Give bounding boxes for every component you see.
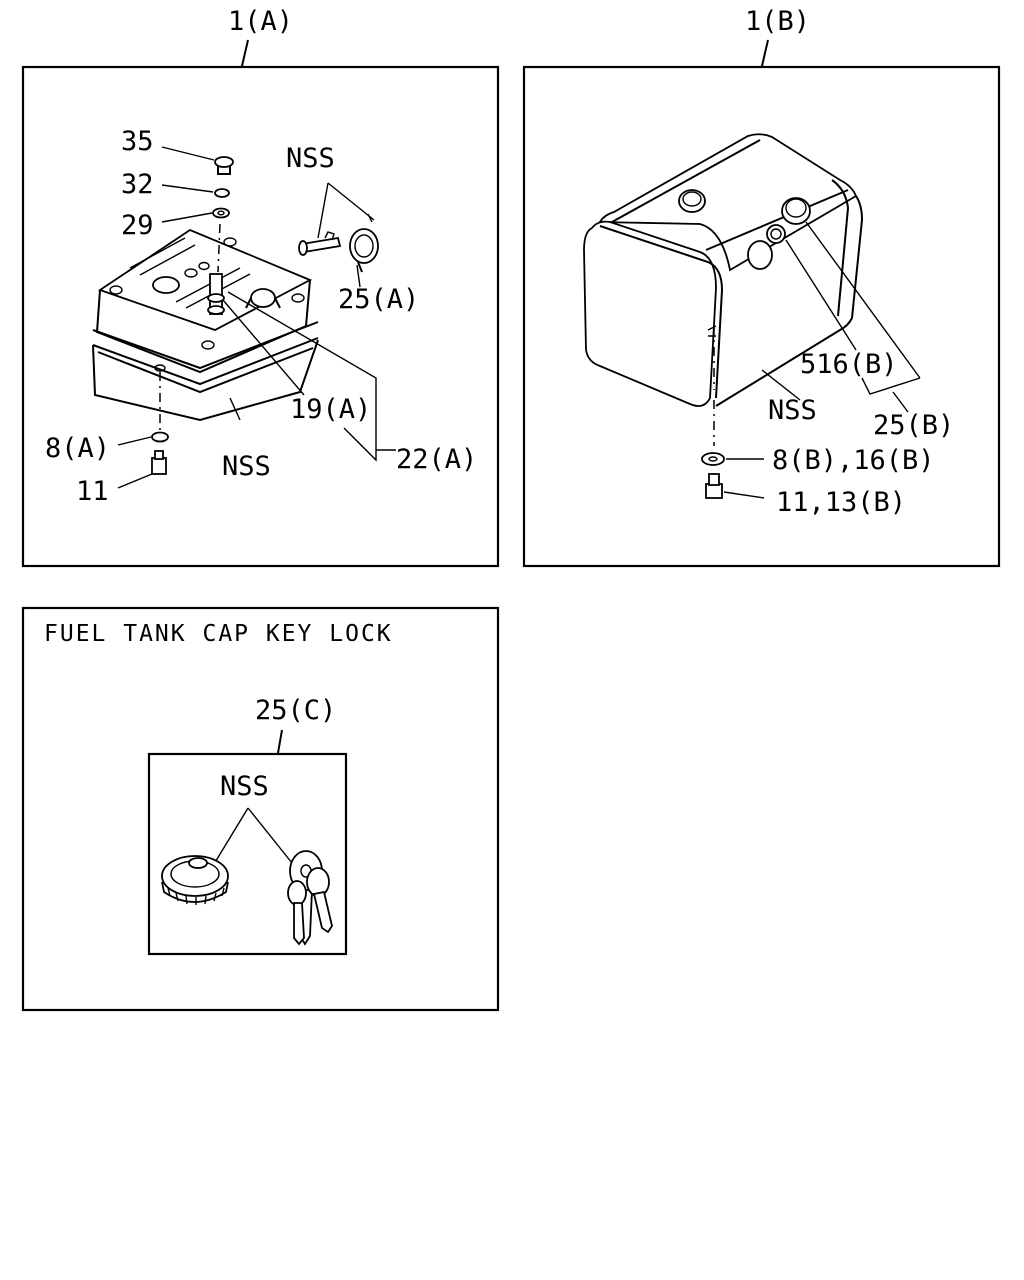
panel-b-frame [522, 65, 1001, 568]
label-516b: 516(B) [800, 349, 898, 380]
label-nss-c: NSS [220, 771, 269, 802]
fuel-cap-drawing [161, 855, 229, 905]
keys-drawing [287, 850, 333, 946]
panel-c-frame [21, 606, 500, 1012]
panel-c-title: FUEL TANK CAP KEY LOCK [44, 621, 393, 647]
label-25a: 25(A) [338, 284, 419, 315]
label-25c: 25(C) [255, 695, 336, 726]
label-8a: 8(A) [45, 433, 110, 464]
screw-35 [214, 156, 234, 175]
washer-8a [151, 431, 169, 443]
label-11-13b: 11,13(B) [776, 487, 906, 518]
label-19a: 19(A) [290, 394, 371, 425]
fuel-tank-a-drawing [92, 228, 319, 422]
inset-frame [147, 752, 348, 956]
fuel-tank-b-drawing [583, 133, 864, 407]
panel-c: FUEL TANK CAP KEY LOCK 25(C) NSS [21, 606, 500, 1012]
label-nss-b: NSS [768, 395, 817, 426]
label-8b-16b: 8(B),16(B) [772, 445, 935, 476]
label-22a: 22(A) [396, 444, 477, 475]
label-11: 11 [76, 476, 109, 507]
drain-bolt-11 [151, 450, 167, 475]
drain-bolt-11-13b [705, 473, 723, 499]
clamp-25a-drawing [298, 213, 379, 273]
panel-b: 1(B) [522, 6, 1001, 568]
panel-b-ref: 1(B) [745, 6, 810, 37]
washer-32 [214, 188, 230, 198]
washer-8b [701, 452, 725, 466]
label-32: 32 [121, 169, 154, 200]
panel-a-ref: 1(A) [228, 6, 293, 37]
panel-a: 1(A) [21, 6, 500, 568]
label-29: 29 [121, 210, 154, 241]
label-35: 35 [121, 126, 154, 157]
washer-29 [212, 207, 230, 219]
label-nss-bottom: NSS [222, 451, 271, 482]
label-nss-top: NSS [286, 143, 335, 174]
panel-a-frame [21, 65, 500, 568]
label-25b: 25(B) [873, 410, 954, 441]
